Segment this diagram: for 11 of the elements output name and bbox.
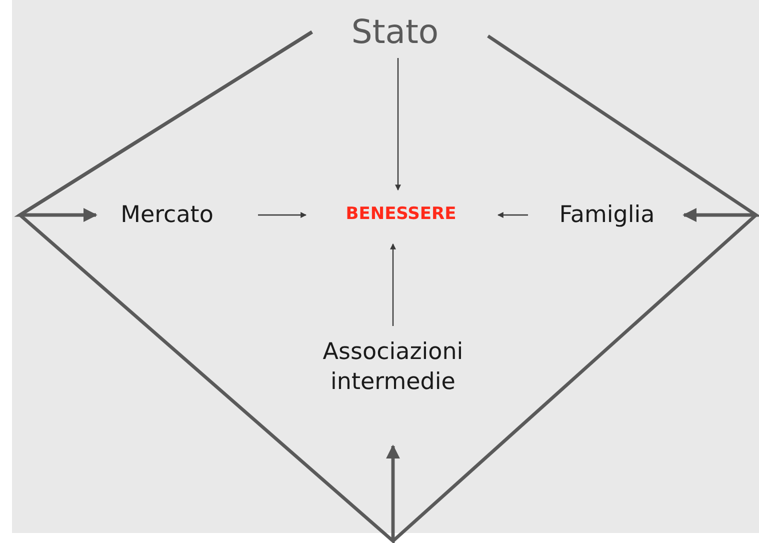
node-label: Mercato [120,200,214,230]
arrow [487,34,759,222]
arrow [390,243,396,326]
node-label: Famiglia [559,200,655,230]
node-label: Stato [351,11,439,54]
arrow [258,212,307,218]
arrow [395,58,401,191]
node-label: BENESSERE [346,203,456,226]
arrow [497,212,528,218]
arrow [17,30,400,543]
node-label: Associazioni intermedie [322,338,464,397]
